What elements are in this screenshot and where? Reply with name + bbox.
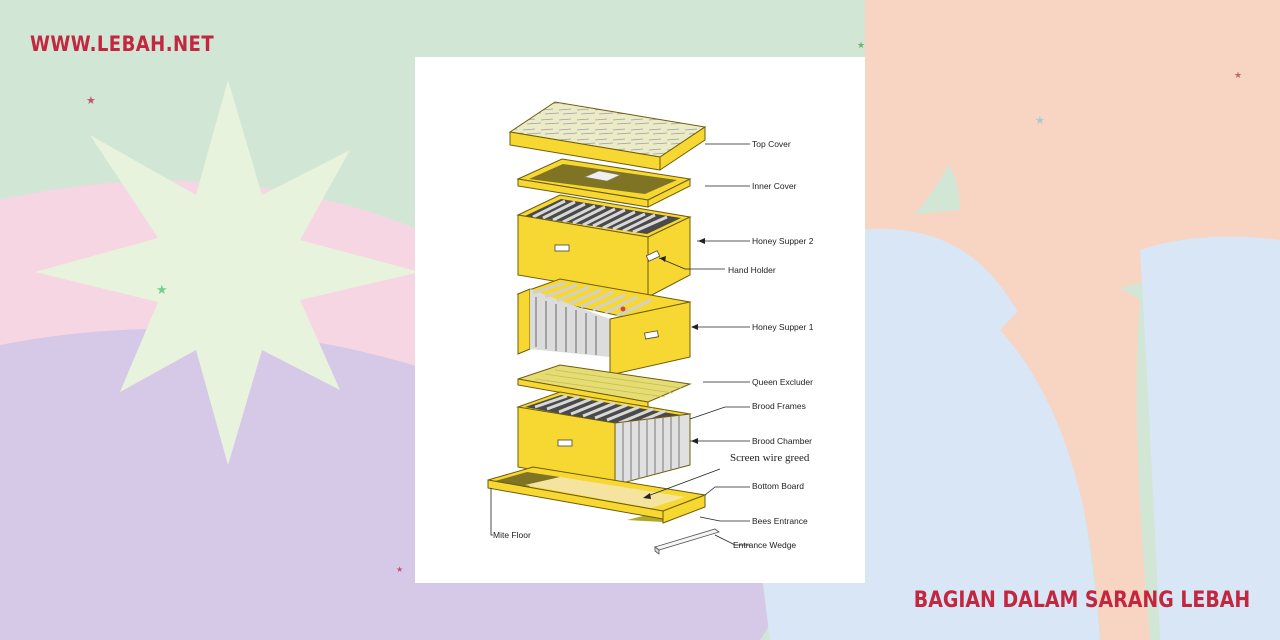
label-brood-frames: Brood Frames <box>752 401 806 411</box>
decorative-starburst <box>35 80 420 465</box>
label-inner-cover: Inner Cover <box>752 181 797 191</box>
label-top-cover: Top Cover <box>752 139 791 149</box>
svg-text:★: ★ <box>1234 70 1242 80</box>
label-honey-supper-2: Honey Supper 2 <box>752 236 814 246</box>
queen-excluder <box>517 364 692 409</box>
page-title: BAGIAN DALAM SARANG LEBAH <box>913 588 1250 613</box>
inner-cover <box>516 158 692 208</box>
svg-text:★: ★ <box>1035 115 1045 127</box>
honey-supper-1 <box>516 278 692 376</box>
label-bees-entrance: Bees Entrance <box>752 516 808 526</box>
honey-supper-2 <box>516 194 692 298</box>
label-hand-holder: Hand Holder <box>728 265 776 275</box>
site-url[interactable]: WWW.LEBAH.NET <box>30 32 215 56</box>
diagram-panel: Top Cover Inner Cover Honey Supper 2 Han… <box>415 57 865 583</box>
label-honey-supper-1: Honey Supper 1 <box>752 322 814 332</box>
label-queen-excluder: Queen Excluder <box>752 377 813 387</box>
svg-text:★: ★ <box>156 282 168 297</box>
bottom-board <box>487 466 707 524</box>
label-screen-wire: Screen wire greed <box>730 452 810 464</box>
label-entrance-wedge: Entrance Wedge <box>733 540 796 550</box>
label-brood-chamber: Brood Chamber <box>752 436 812 446</box>
entrance-wedge <box>654 528 720 555</box>
svg-text:★: ★ <box>857 40 865 50</box>
beehive-exploded-diagram: Top Cover Inner Cover Honey Supper 2 Han… <box>487 101 814 555</box>
svg-text:★: ★ <box>86 95 96 107</box>
label-mite-floor: Mite Floor <box>493 530 531 540</box>
top-cover <box>508 101 707 171</box>
brood-chamber <box>516 391 692 486</box>
svg-text:★: ★ <box>396 565 403 574</box>
label-bottom-board: Bottom Board <box>752 481 804 491</box>
